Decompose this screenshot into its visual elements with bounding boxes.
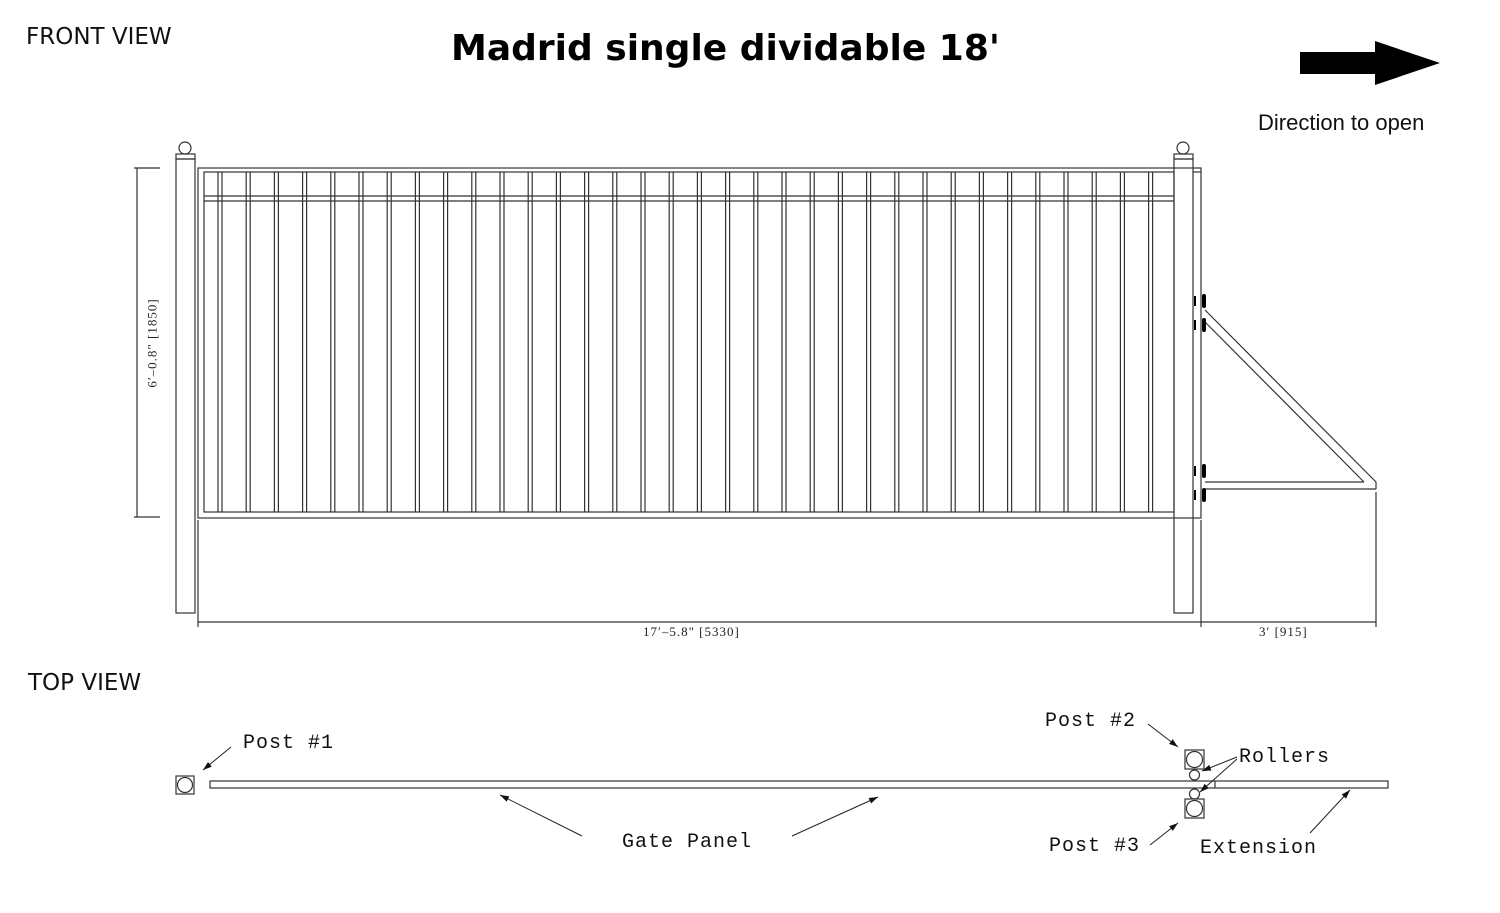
post-1-front bbox=[175, 141, 196, 614]
rollers-callout: Rollers bbox=[1239, 746, 1331, 769]
height-dimension bbox=[134, 167, 160, 518]
extension-callout: Extension bbox=[1200, 837, 1318, 860]
bracket-bolts bbox=[1194, 294, 1206, 502]
post1-callout: Post #1 bbox=[243, 732, 335, 755]
gate-extension bbox=[1204, 309, 1377, 490]
post3-callout: Post #3 bbox=[1049, 835, 1141, 858]
extension-dimension-label: 3′ [915] bbox=[1259, 624, 1308, 639]
drawing-title: Madrid single dividable 18' bbox=[451, 28, 1000, 69]
top-view-label: TOP VIEW bbox=[28, 670, 142, 696]
direction-label: Direction to open bbox=[1258, 110, 1425, 135]
arrow-right-icon bbox=[1300, 41, 1440, 85]
gate-panel-callout: Gate Panel bbox=[622, 831, 753, 854]
width-dimension-label: 17′–5.8" [5330] bbox=[643, 624, 740, 639]
gate-pickets bbox=[217, 172, 1154, 512]
width-dimension bbox=[197, 492, 1377, 627]
callout-leaders bbox=[202, 723, 1351, 846]
front-view-label: FRONT VIEW bbox=[26, 24, 172, 50]
gate-panel-frame bbox=[197, 167, 1202, 519]
post2-callout: Post #2 bbox=[1045, 710, 1137, 733]
top-view-drawing bbox=[175, 749, 1389, 819]
post-2-front bbox=[1173, 141, 1194, 614]
